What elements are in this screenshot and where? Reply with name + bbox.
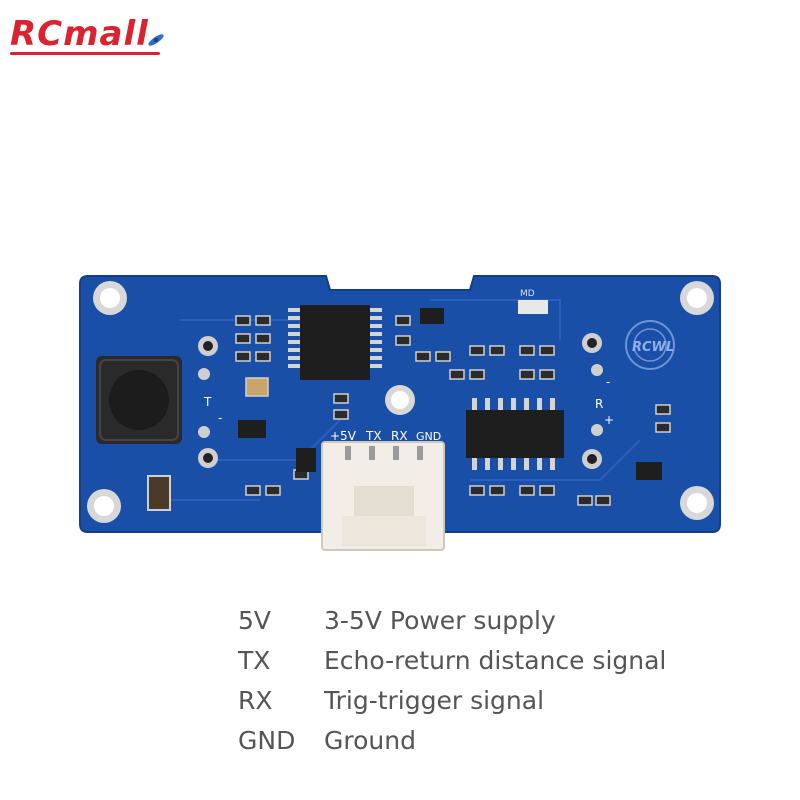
pin-row-tx: TX Echo-return distance signal [238, 640, 778, 680]
rcwl-emblem [625, 320, 675, 370]
pin-description-list: 5V 3-5V Power supply TX Echo-return dist… [238, 600, 778, 760]
pin-row-5v: 5V 3-5V Power supply [238, 600, 778, 640]
connector-label-gnd: GND [416, 430, 441, 443]
silkscreen-plus: + [604, 413, 614, 427]
pin-description: Echo-return distance signal [324, 645, 667, 675]
ic-chip-left [288, 305, 382, 380]
pin-row-rx: RX Trig-trigger signal [238, 680, 778, 720]
mounting-holes [87, 281, 714, 523]
jst-connector [321, 441, 445, 551]
transistors [238, 308, 662, 480]
silkscreen-t: T [203, 395, 212, 409]
connector-label-rx: RX [391, 429, 408, 443]
capacitors [147, 300, 548, 511]
connector-label-5v: +5V [330, 429, 357, 443]
silkscreen-minus-left: - [218, 411, 222, 425]
pin-row-gnd: GND Ground [238, 720, 778, 760]
brand-logo-text: RCmall [10, 14, 149, 54]
brand-logo: RCmall [10, 14, 164, 55]
pin-name: RX [238, 685, 273, 715]
silkscreen-md: MD [520, 289, 535, 299]
pin-name: GND [238, 725, 296, 755]
pin-name: 5V [238, 605, 272, 635]
logo-underline [10, 52, 160, 55]
ic-chip-right [466, 398, 564, 470]
power-inductor [96, 356, 182, 444]
propeller-icon [148, 34, 164, 46]
transducer-pads [198, 333, 603, 469]
silkscreen-minus-right: - [606, 375, 610, 389]
pin-description: 3-5V Power supply [324, 605, 556, 635]
silkscreen-r: R [595, 397, 603, 411]
pin-name: TX [238, 645, 271, 675]
connector-label-tx: TX [365, 429, 382, 443]
smd-components [235, 315, 671, 506]
pin-description: Ground [324, 725, 416, 755]
emblem-text: RCWL [632, 340, 674, 355]
pin-description: Trig-trigger signal [324, 685, 545, 715]
